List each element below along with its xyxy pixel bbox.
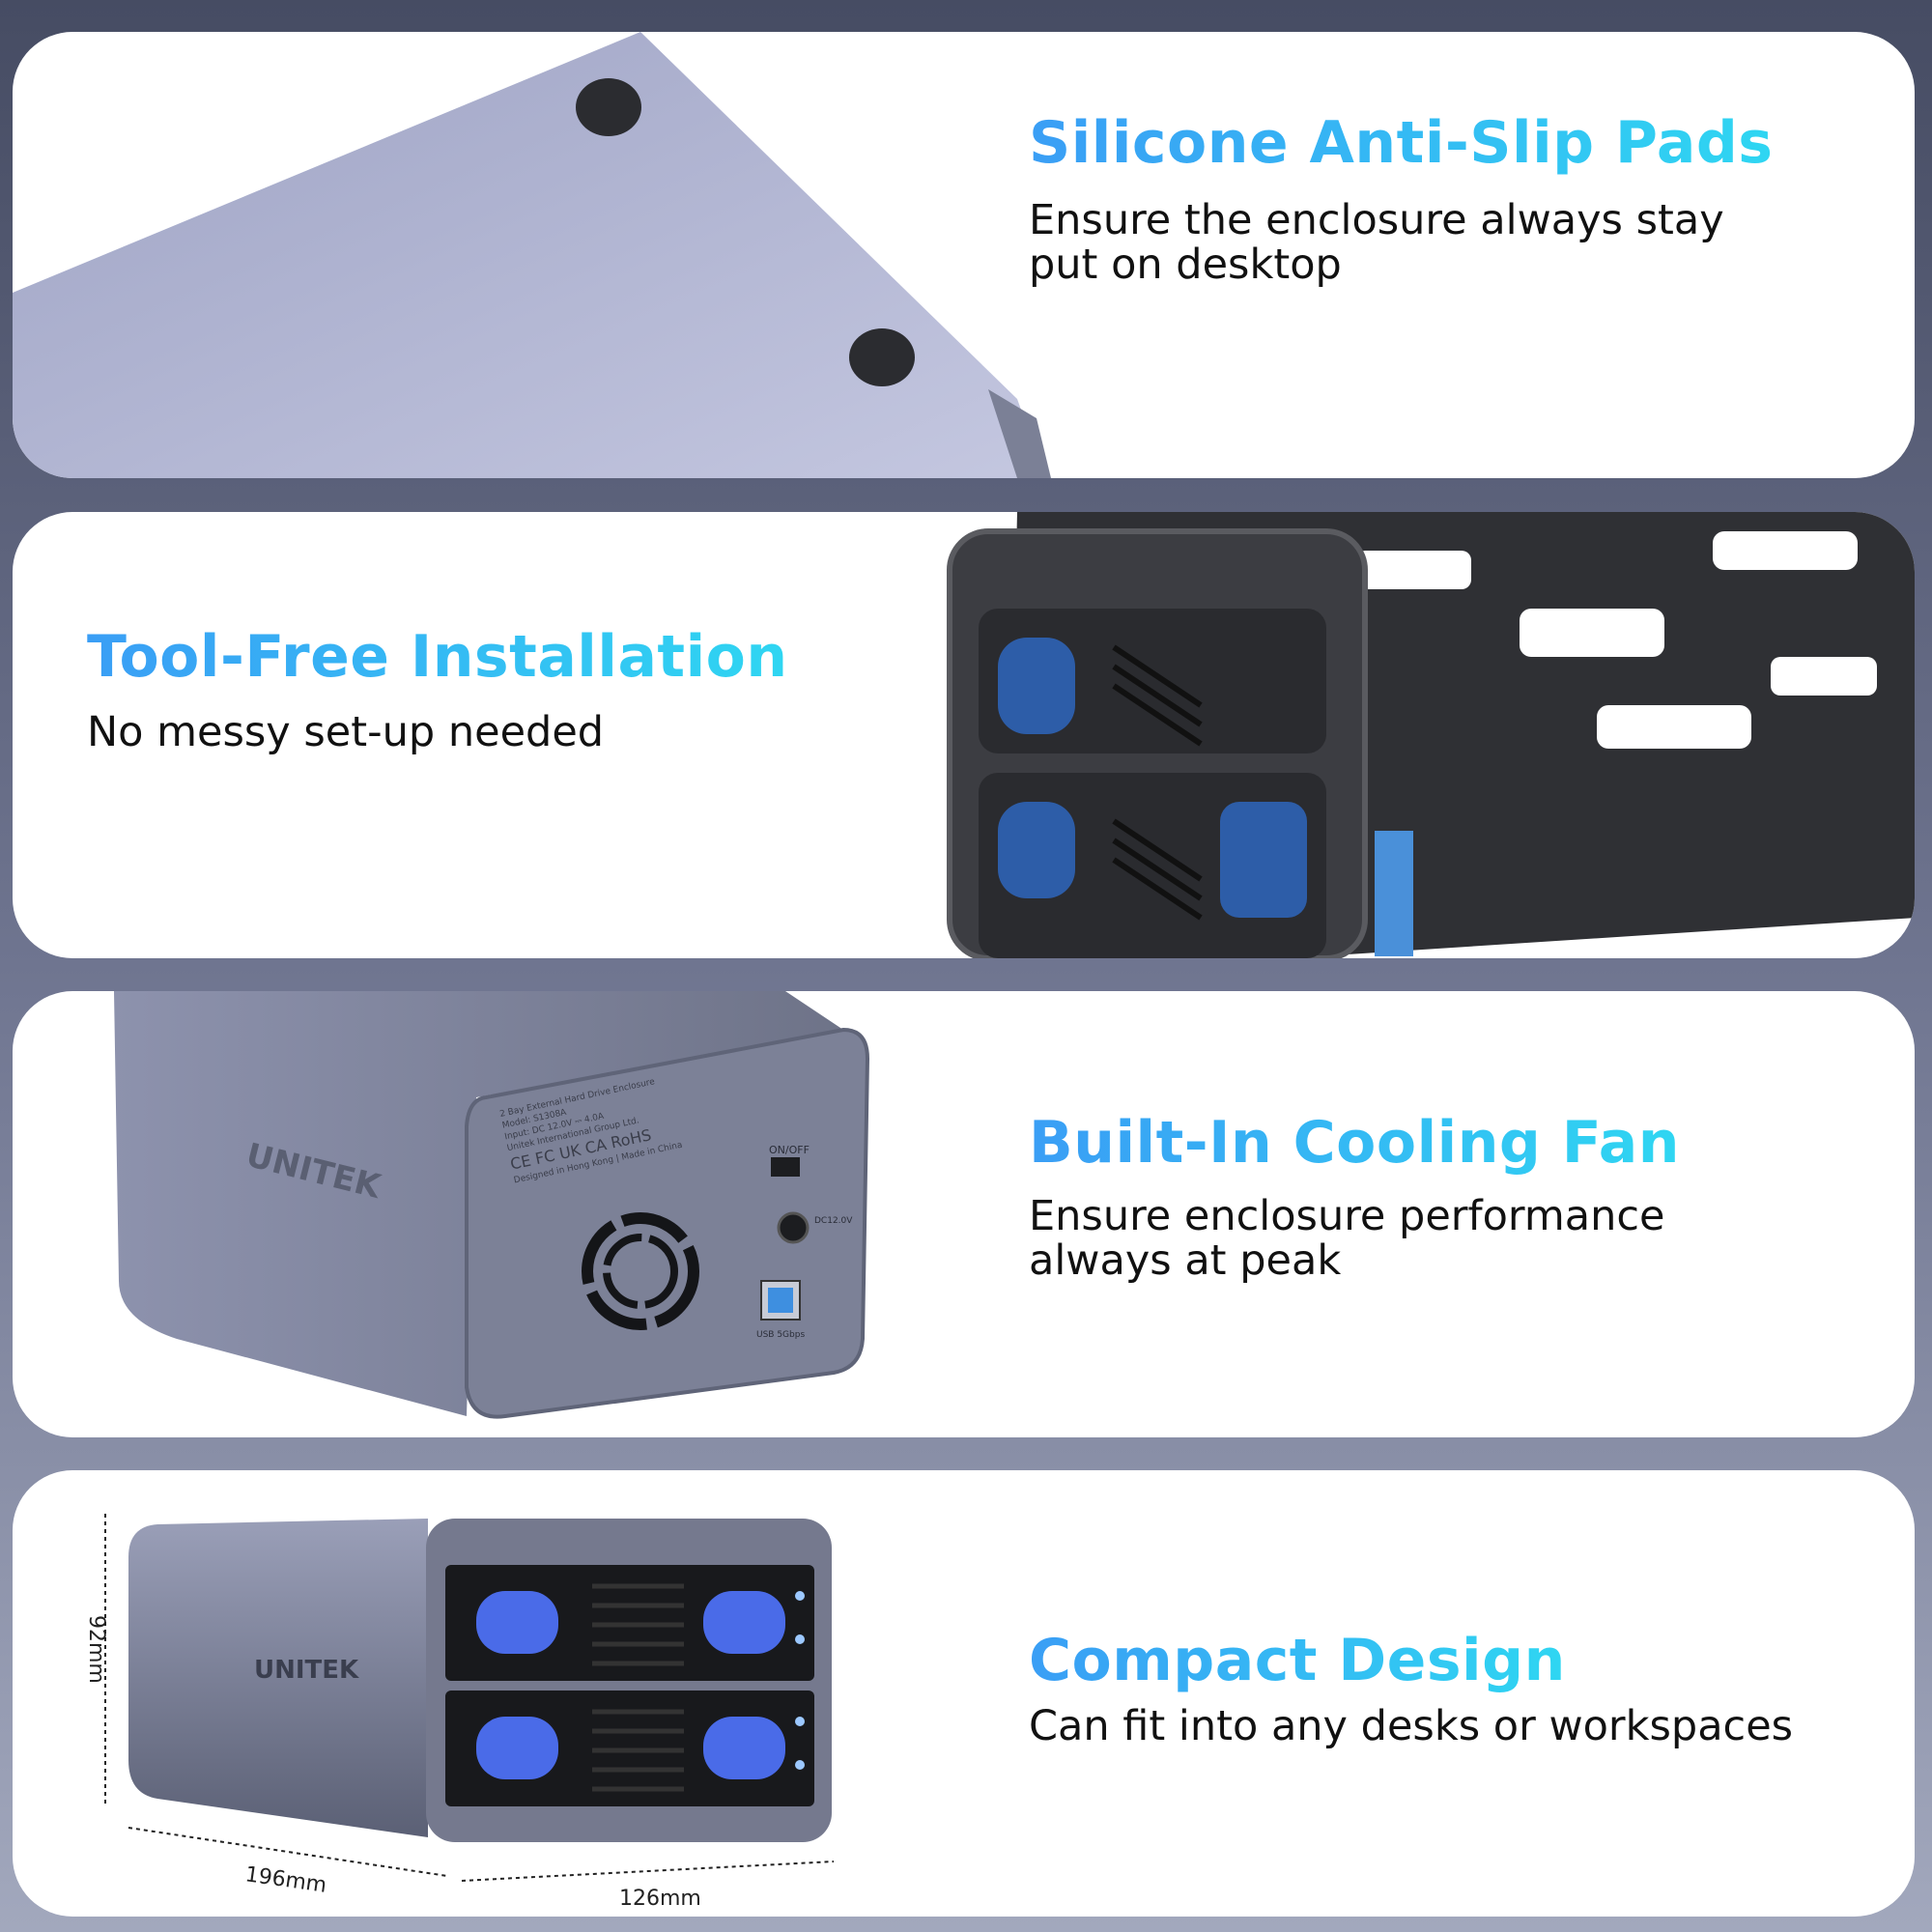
enclosure-bottom-image	[13, 32, 1051, 478]
feature-title: Compact Design	[1029, 1627, 1566, 1694]
feature-card-anti-slip: Silicone Anti-Slip Pads Ensure the enclo…	[13, 32, 1915, 478]
feature-description: Ensure enclosure performance always at p…	[1029, 1192, 1665, 1285]
feature-title: Tool-Free Installation	[87, 623, 788, 691]
usb-label: USB 5Gbps	[756, 1330, 805, 1340]
enclosure-rear-image: UNITEK 2 Bay External Hard Drive Enclosu…	[114, 991, 870, 1419]
power-switch	[771, 1157, 800, 1177]
depth-dimension: 196mm	[243, 1862, 328, 1898]
fan-vent-icon	[582, 1212, 699, 1330]
brand-logo: UNITEK	[254, 1656, 359, 1685]
dc-label: DC12.0V	[814, 1216, 853, 1226]
feature-description: No messy set-up needed	[87, 708, 605, 756]
enclosure-front-image: UNITEK 92mm 196mm 126mm	[84, 1514, 835, 1911]
feature-card-tool-free: Tool-Free Installation No messy set-up n…	[13, 512, 1915, 958]
feature-title: Built-In Cooling Fan	[1029, 1109, 1680, 1177]
dc-jack-icon	[777, 1211, 810, 1244]
feature-card-compact: UNITEK 92mm 196mm 126mm Compact Design C…	[13, 1470, 1915, 1917]
anti-slip-pad-icon	[576, 78, 641, 136]
width-dimension: 126mm	[619, 1887, 701, 1911]
anti-slip-pad-icon	[849, 328, 915, 386]
feature-description: Ensure the enclosure always stay put on …	[1029, 196, 1724, 289]
feature-description: Can fit into any desks or workspaces	[1029, 1702, 1794, 1750]
switch-label: ON/OFF	[769, 1144, 810, 1156]
feature-card-cooling-fan: UNITEK 2 Bay External Hard Drive Enclosu…	[13, 991, 1915, 1437]
drive-tray-image	[947, 512, 1915, 958]
feature-title: Silicone Anti-Slip Pads	[1029, 109, 1774, 177]
height-dimension: 92mm	[84, 1615, 108, 1684]
